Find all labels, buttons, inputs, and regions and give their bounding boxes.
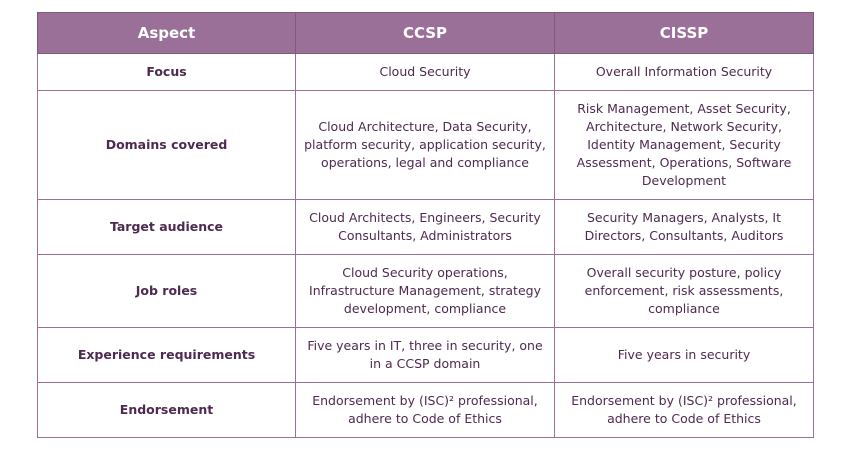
ccsp-cell: Five years in IT, three in security, one… (295, 327, 555, 383)
table-row: Experience requirements Five years in IT… (37, 327, 814, 383)
table-row: Endorsement Endorsement by (ISC)² profes… (37, 382, 814, 438)
aspect-cell: Job roles (37, 254, 296, 328)
header-row: Aspect CCSP CISSP (37, 12, 814, 54)
cissp-cell: Five years in security (554, 327, 814, 383)
header-cissp: CISSP (554, 12, 814, 54)
ccsp-cell: Cloud Architects, Engineers, Security Co… (295, 199, 555, 255)
cissp-cell: Overall Information Security (554, 53, 814, 91)
cissp-cell: Risk Management, Asset Security, Archite… (554, 90, 814, 200)
aspect-cell: Experience requirements (37, 327, 296, 383)
cissp-cell: Overall security posture, policy enforce… (554, 254, 814, 328)
table-row: Target audience Cloud Architects, Engine… (37, 199, 814, 255)
comparison-table: Aspect CCSP CISSP Focus Cloud Security O… (37, 12, 814, 438)
ccsp-cell: Cloud Architecture, Data Security, platf… (295, 90, 555, 200)
aspect-cell: Domains covered (37, 90, 296, 200)
aspect-cell: Endorsement (37, 382, 296, 438)
ccsp-cell: Cloud Security (295, 53, 555, 91)
cissp-cell: Security Managers, Analysts, It Director… (554, 199, 814, 255)
aspect-cell: Focus (37, 53, 296, 91)
table-row: Domains covered Cloud Architecture, Data… (37, 90, 814, 200)
header-ccsp: CCSP (295, 12, 555, 54)
cissp-cell: Endorsement by (ISC)² professional, adhe… (554, 382, 814, 438)
table-row: Focus Cloud Security Overall Information… (37, 53, 814, 91)
table-row: Job roles Cloud Security operations, Inf… (37, 254, 814, 328)
header-aspect: Aspect (37, 12, 296, 54)
ccsp-cell: Endorsement by (ISC)² professional, adhe… (295, 382, 555, 438)
aspect-cell: Target audience (37, 199, 296, 255)
ccsp-cell: Cloud Security operations, Infrastructur… (295, 254, 555, 328)
